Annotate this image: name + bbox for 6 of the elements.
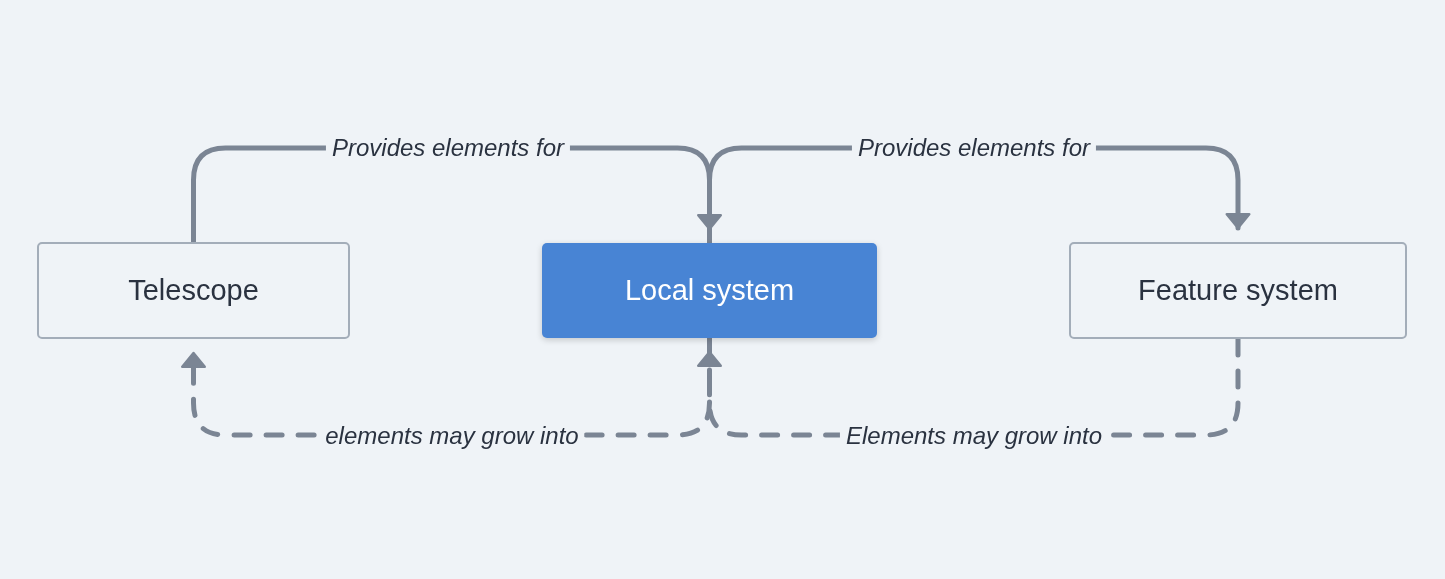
- node-label: Local system: [624, 274, 795, 307]
- node-label: Telescope: [128, 274, 259, 307]
- process-box: [1069, 242, 1407, 339]
- process-box: [542, 243, 877, 338]
- node-label: Feature system: [1138, 274, 1338, 307]
- process-box: [37, 242, 350, 339]
